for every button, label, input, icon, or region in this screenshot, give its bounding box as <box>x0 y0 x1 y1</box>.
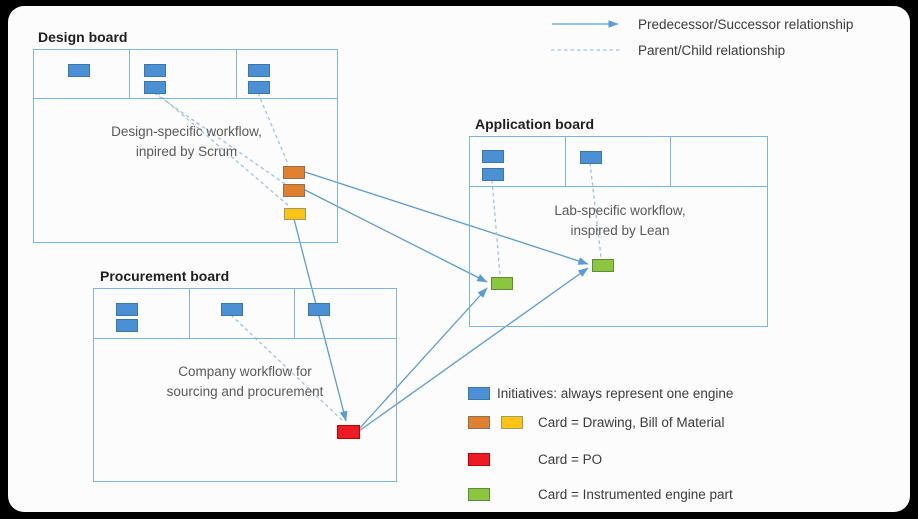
design-workflow-line1: Design-specific workflow, <box>111 124 262 139</box>
application-board-title: Application board <box>475 116 594 132</box>
initiative-card <box>144 81 166 94</box>
application-col-divider-2 <box>670 137 671 187</box>
instrumented-engine-part-card <box>592 259 614 272</box>
legend-po-label: Card = PO <box>538 452 603 467</box>
initiative-card <box>482 168 504 181</box>
legend-initiatives-label: Initiatives: always represent one engine <box>497 386 734 401</box>
procurement-col-divider-2 <box>294 289 295 339</box>
legend-swatch-po <box>468 453 490 466</box>
design-workflow-line2: inpired by Scrum <box>135 144 238 159</box>
procurement-workflow-line2: sourcing and procurement <box>166 384 324 399</box>
application-board-header <box>470 137 767 187</box>
procurement-col-divider-1 <box>189 289 190 339</box>
application-workflow-line1: Lab-specific workflow, <box>554 203 686 218</box>
legend-engine-part-label: Card = Instrumented engine part <box>538 487 733 502</box>
application-workflow-line2: inspired by Lean <box>570 223 670 238</box>
design-board: Design-specific workflow, inpired by Scr… <box>33 49 338 243</box>
legend-swatch-drawing-yellow <box>501 416 523 429</box>
procurement-board-title: Procurement board <box>100 268 230 284</box>
instrumented-engine-part-card <box>491 277 513 290</box>
design-board-header <box>34 50 337 99</box>
initiative-card <box>116 303 138 316</box>
design-col-divider-2 <box>236 50 237 99</box>
initiative-card <box>248 64 270 77</box>
design-workflow-text: Design-specific workflow, inpired by Scr… <box>54 122 319 162</box>
initiative-card <box>221 303 243 316</box>
drawing-card <box>283 166 305 179</box>
application-board: Lab-specific workflow, inspired by Lean <box>469 136 768 327</box>
initiative-card <box>580 151 602 164</box>
legend-predecessor-label: Predecessor/Successor relationship <box>638 17 854 32</box>
bill-of-material-card <box>284 208 306 220</box>
legend-swatch-initiative <box>468 387 490 400</box>
application-workflow-text: Lab-specific workflow, inspired by Lean <box>480 201 760 241</box>
initiative-card <box>144 64 166 77</box>
application-col-divider-1 <box>565 137 566 187</box>
design-col-divider-1 <box>129 50 130 99</box>
initiative-card <box>482 150 504 163</box>
legend-parent-child-label: Parent/Child relationship <box>638 43 786 58</box>
procurement-board-header <box>94 289 396 339</box>
initiative-card <box>116 319 138 332</box>
initiative-card <box>68 64 90 77</box>
legend-swatch-engine-part <box>468 488 490 501</box>
procurement-board: Company workflow for sourcing and procur… <box>93 288 397 482</box>
po-card <box>337 425 360 439</box>
initiative-card <box>308 303 330 316</box>
procurement-workflow-text: Company workflow for sourcing and procur… <box>95 362 395 402</box>
design-board-title: Design board <box>38 29 128 45</box>
initiative-card <box>248 81 270 94</box>
legend-drawing-label: Card = Drawing, Bill of Material <box>538 415 725 430</box>
legend-swatch-drawing-orange <box>468 416 490 429</box>
procurement-workflow-line1: Company workflow for <box>178 364 312 379</box>
drawing-card <box>283 184 305 197</box>
